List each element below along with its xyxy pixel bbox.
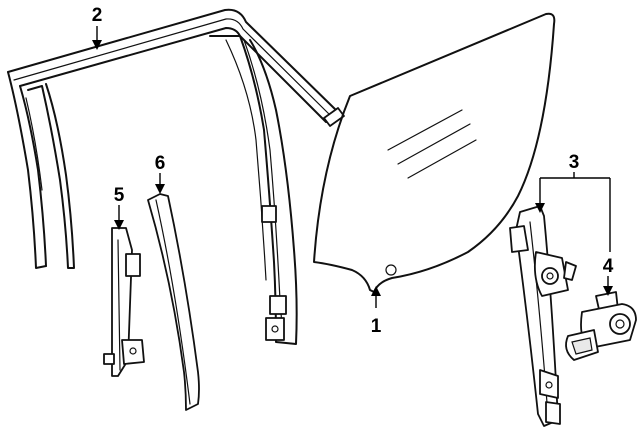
- division-bar-weatherstrip: [147, 193, 200, 411]
- callout-3: 3: [569, 152, 580, 173]
- callout-5: 5: [114, 185, 125, 206]
- callout-1: 1: [371, 316, 382, 337]
- regulator-motor: [565, 291, 637, 361]
- callout-6: 6: [155, 153, 166, 174]
- callout-4: 4: [603, 256, 614, 277]
- door-glass: [313, 12, 556, 293]
- glass-guide-channel: [103, 227, 145, 377]
- callout-2: 2: [92, 5, 103, 26]
- leader-lines: [92, 26, 613, 308]
- glass-run-channel: [7, 8, 345, 345]
- window-regulator: [509, 205, 577, 427]
